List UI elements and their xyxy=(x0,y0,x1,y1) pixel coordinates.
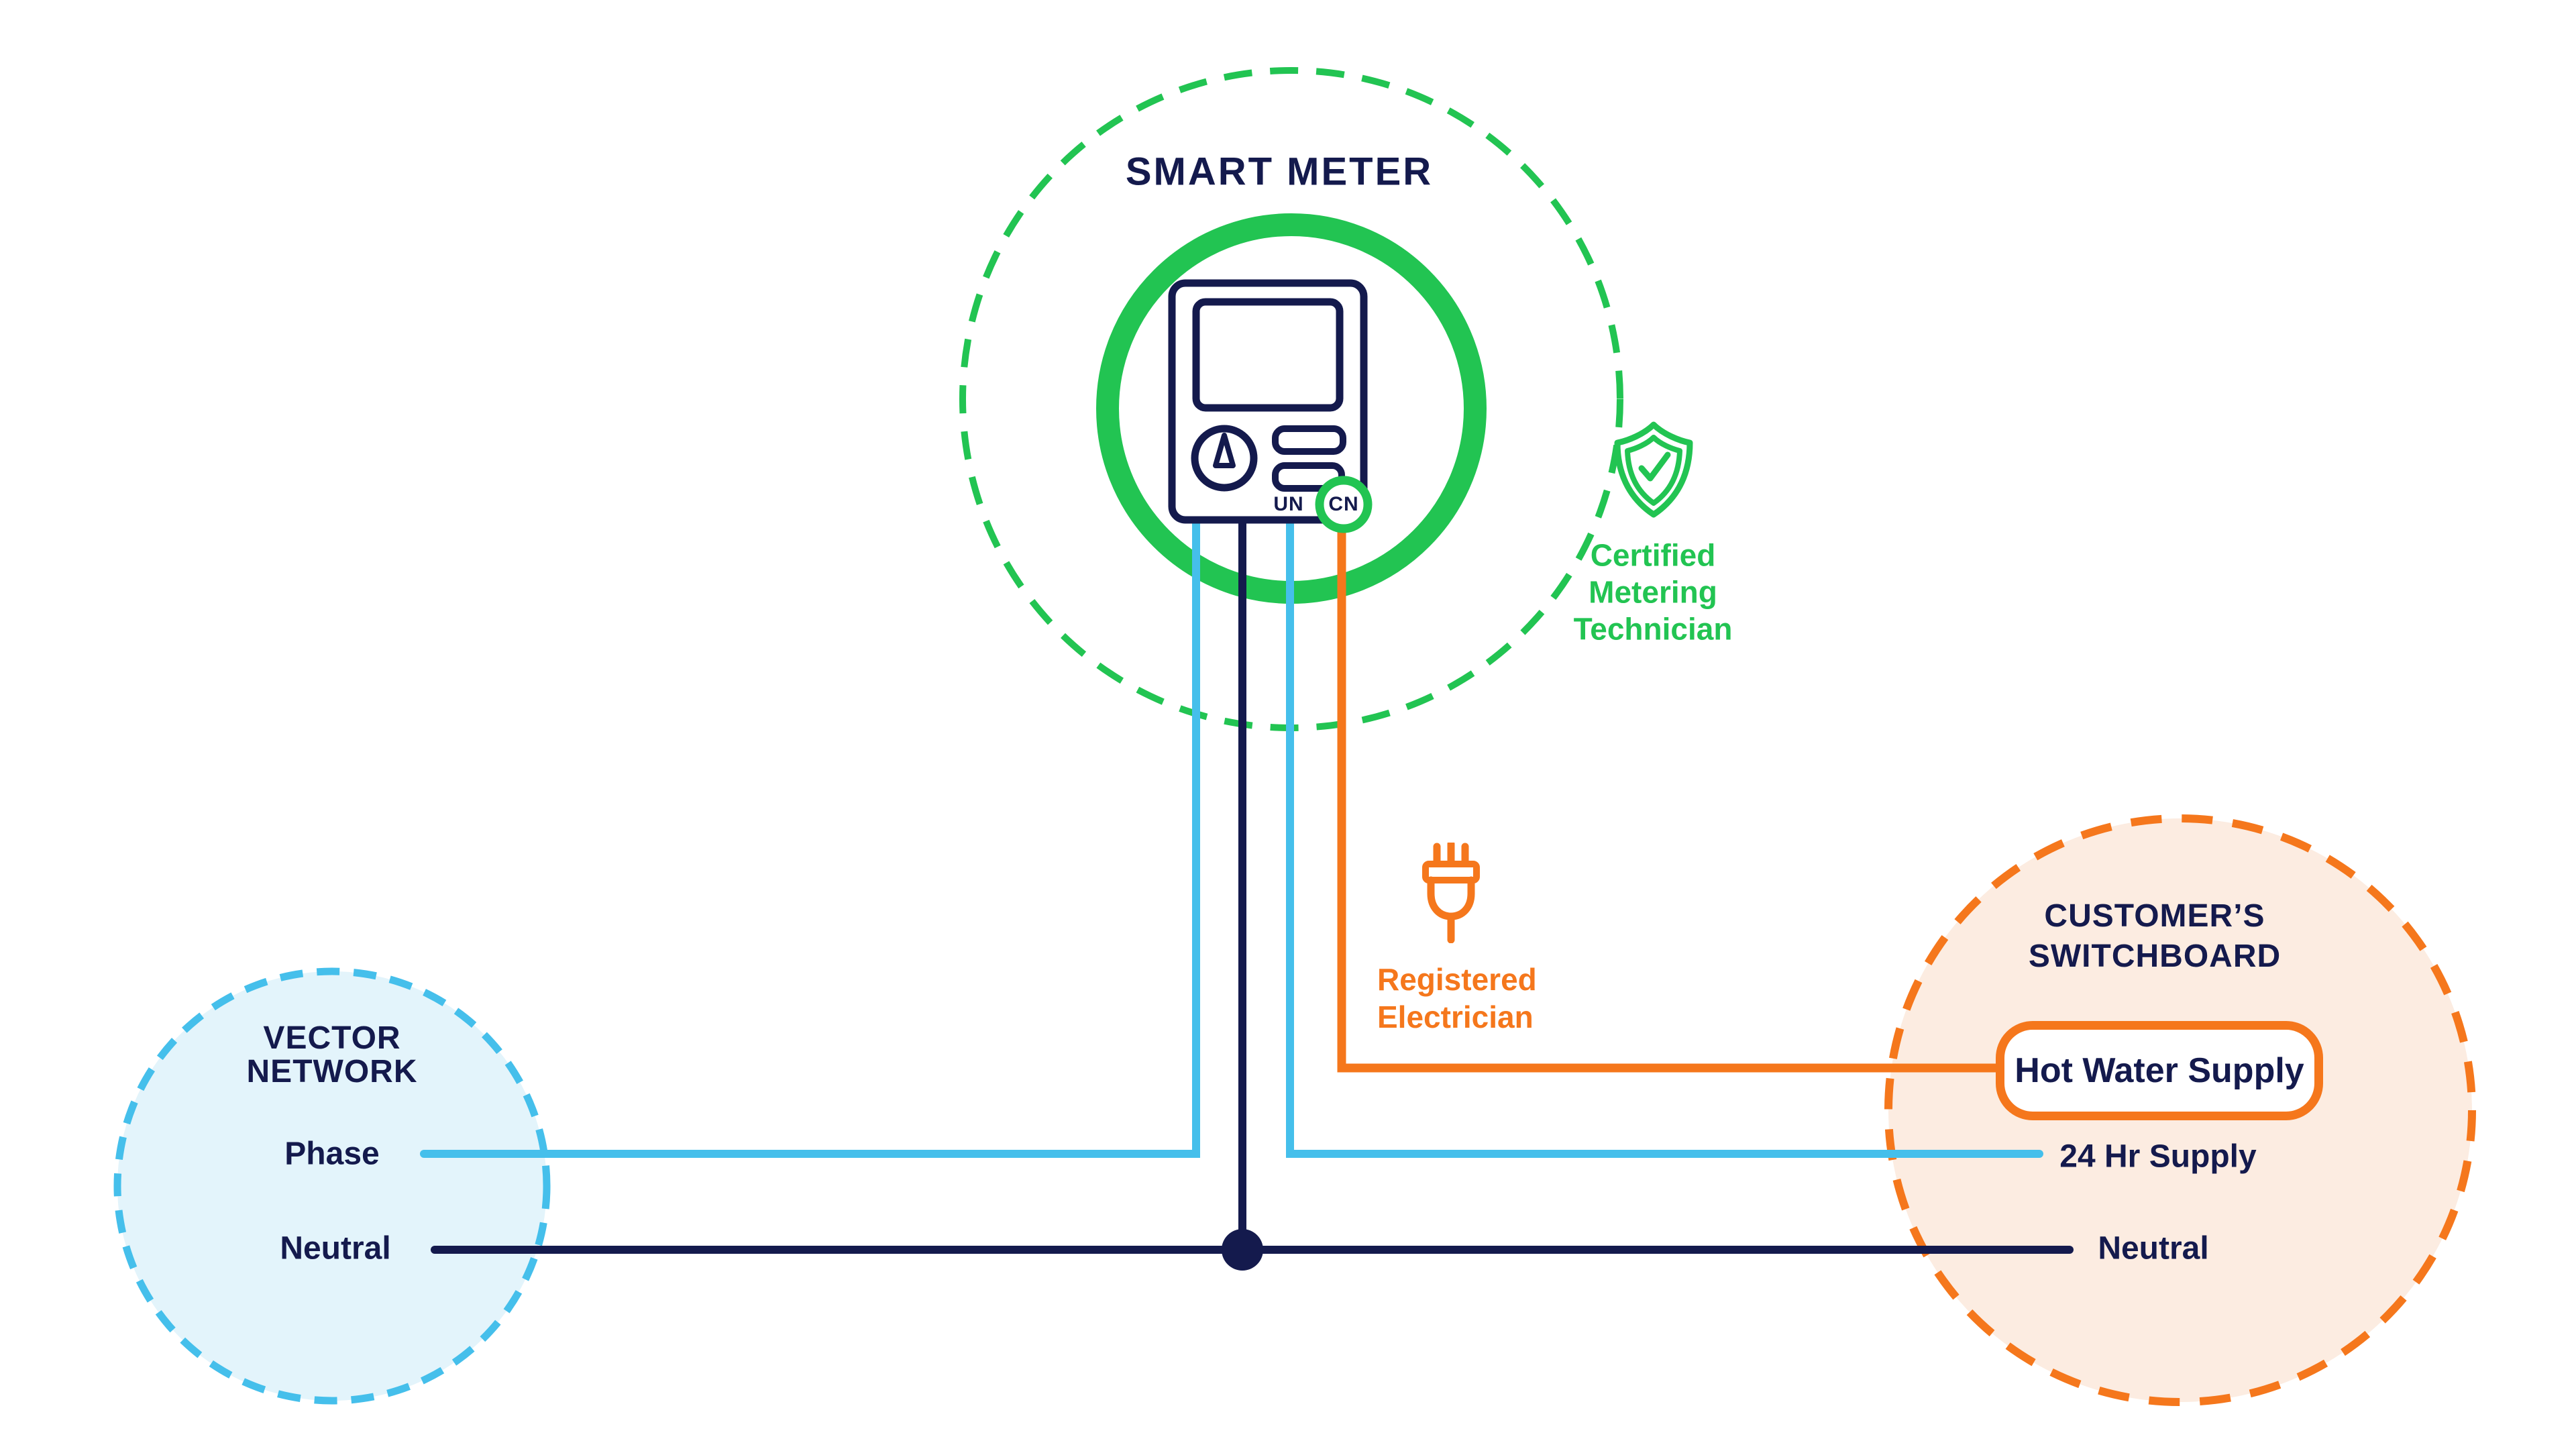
certified-line1: Certified xyxy=(1590,537,1716,573)
phase-label-left: Phase xyxy=(284,1136,380,1172)
supply-24hr-wire xyxy=(1286,513,2043,1158)
hot-water-wire xyxy=(1337,519,2010,1073)
vector-network-title: VECTOR NETWORK xyxy=(247,1022,418,1089)
neutral-label-left: Neutral xyxy=(280,1230,391,1267)
vector-network-zone-circle xyxy=(113,967,551,1405)
registered-electrician-label: Registered Electrician xyxy=(1377,961,1537,1036)
un-terminal-label: UN xyxy=(1273,493,1304,515)
smart-meter-device xyxy=(1168,279,1373,533)
cn-terminal-label: CN xyxy=(1328,493,1359,515)
smart-meter-title: SMART METER xyxy=(1125,150,1434,194)
certified-metering-technician-label: Certified Metering Technician xyxy=(1574,537,1733,648)
meter-screen xyxy=(1192,298,1344,412)
neutral-label-right: Neutral xyxy=(2098,1230,2209,1267)
vector-network-title-line1: VECTOR xyxy=(263,1020,401,1056)
certified-line3: Technician xyxy=(1573,611,1733,647)
hot-water-supply-box: Hot Water Supply xyxy=(1996,1021,2323,1120)
supply-24hr-label: 24 Hr Supply xyxy=(2059,1138,2257,1175)
customer-switchboard-title-line2: SWITCHBOARD xyxy=(2028,938,2282,974)
phase-wire xyxy=(420,513,1200,1158)
hot-water-supply-label: Hot Water Supply xyxy=(2015,1051,2304,1090)
meter-dial-needle xyxy=(1213,433,1236,468)
customer-switchboard-title: CUSTOMER’S SWITCHBOARD xyxy=(2029,896,2281,977)
meter-terminal-slot-1 xyxy=(1272,425,1346,455)
certified-line2: Metering xyxy=(1589,574,1717,610)
power-plug-icon xyxy=(1422,843,1480,943)
cn-terminal-ring xyxy=(1315,476,1373,533)
shield-check-icon xyxy=(1614,421,1693,518)
neutral-junction-dot xyxy=(1222,1229,1263,1271)
customer-switchboard-title-line1: CUSTOMER’S xyxy=(2044,898,2265,934)
registered-line1: Registered xyxy=(1377,962,1537,997)
registered-line2: Electrician xyxy=(1377,1000,1534,1034)
vector-network-title-line2: NETWORK xyxy=(246,1054,418,1089)
